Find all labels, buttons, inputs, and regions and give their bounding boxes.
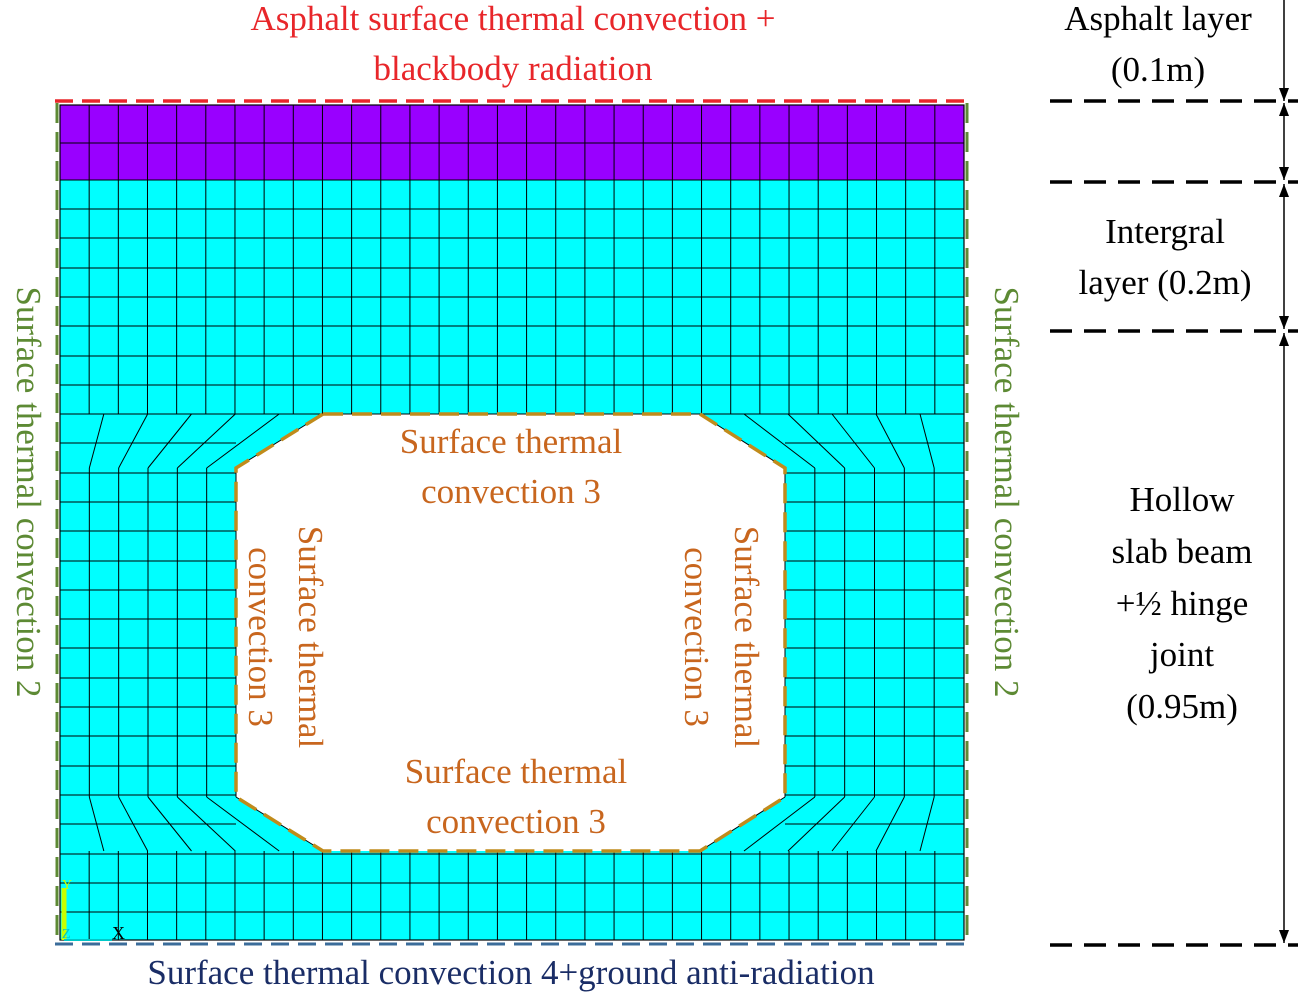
mesh-line [88,413,105,469]
mesh-line [831,796,875,852]
mesh-line [206,796,280,852]
arrowhead-icon [1279,88,1289,101]
hollow-slab-label-line5: (0.95m) [1126,687,1238,726]
mesh-line [919,413,935,469]
top-boundary-label-line2: blackbody radiation [374,49,653,88]
inner-right-label-line1: Surface thermal [727,526,766,749]
mesh-line [743,413,816,469]
mesh-line [831,413,875,469]
mesh-line [118,413,149,469]
arrowhead-icon [1279,167,1289,180]
mesh-line [206,413,280,469]
arrowhead-icon [1279,316,1289,329]
inner-bottom-label-line2: convection 3 [426,802,606,841]
mesh-outline [59,104,965,941]
mesh-line [875,413,905,469]
mesh-line [147,796,192,852]
inner-bottom-label-line1: Surface thermal [405,752,628,791]
bottom-boundary-label: Surface thermal convection 4+ground anti… [147,953,874,992]
mesh-line [787,796,846,852]
arrowhead-icon [1279,103,1289,116]
asphalt-layer-label-line1: Asphalt layer [1064,0,1252,38]
arrowhead-icon [1279,930,1289,943]
top-boundary-label-line1: Asphalt surface thermal convection + [250,0,775,38]
arrowhead-icon [1279,333,1289,346]
right-boundary-label: Surface thermal convection 2 [987,286,1026,697]
finite-element-mesh [59,104,965,941]
mesh-line [875,796,905,852]
dimension-labels: Asphalt layer (0.1m) Intergral layer (0.… [1064,0,1252,726]
asphalt-layer-label-line2: (0.1m) [1111,50,1205,89]
mesh-line [176,796,236,852]
mesh-line [88,796,105,852]
hollow-slab-label-line1: Hollow [1130,480,1236,519]
mesh-line [176,413,236,469]
inner-hole-boundary-dashed-line [234,412,787,853]
axis-y-label: Y [62,878,72,893]
integral-layer-label-line1: Intergral [1105,212,1225,251]
mesh-line [147,413,192,469]
mesh-line [787,413,846,469]
axis-x-label: X [112,923,125,943]
inner-left-label-line2: convection 3 [241,547,280,727]
left-boundary-label: Surface thermal convection 2 [9,286,48,697]
axis-z-label: Z [62,927,71,942]
hollow-slab-label-line4: joint [1148,635,1214,674]
integral-layer-label-line2: layer (0.2m) [1079,263,1252,302]
inner-left-label-line1: Surface thermal [291,526,330,749]
dimension-annotations [1050,0,1298,947]
mesh-line [743,796,816,852]
axis-triad: Y Z X [61,878,125,943]
hollow-cavity [236,414,785,851]
arrowhead-icon [1279,184,1289,197]
hollow-slab-label-line3: +½ hinge [1116,584,1249,623]
hollow-slab-label-line2: slab beam [1112,532,1253,571]
inner-right-label-line2: convection 3 [677,547,716,727]
inner-top-label-line2: convection 3 [421,472,601,511]
mesh-line [919,796,935,852]
mesh-line [118,796,149,852]
inner-top-label-line1: Surface thermal [400,422,623,461]
